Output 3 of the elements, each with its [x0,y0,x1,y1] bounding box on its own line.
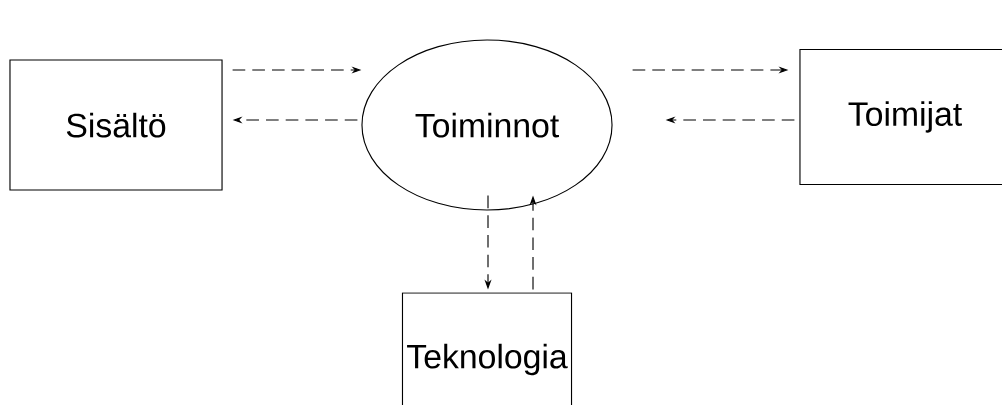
actor-box: Toimijat [799,48,1002,186]
content-box: Sisältö [9,59,223,191]
technology-box: Teknologia [401,292,573,405]
